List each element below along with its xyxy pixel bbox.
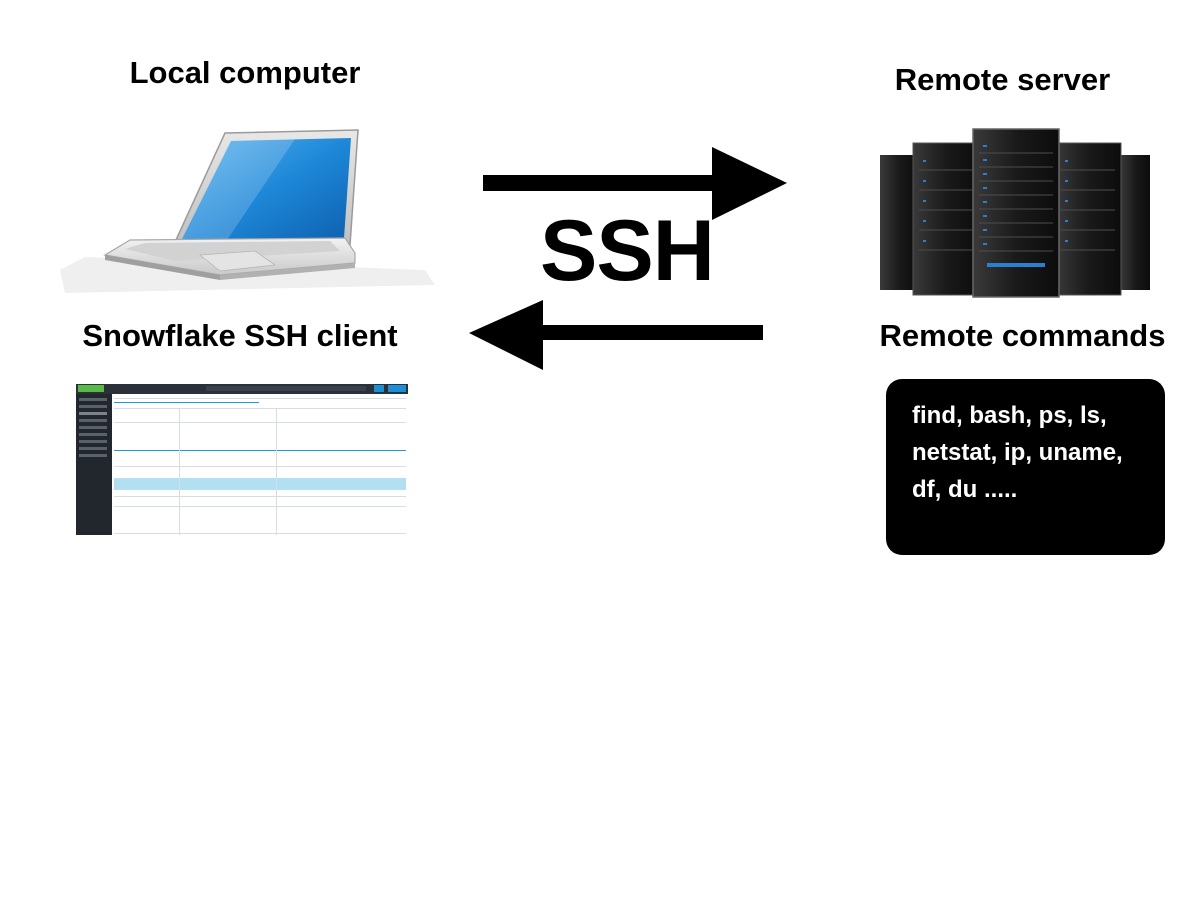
arrow-left-icon (469, 300, 763, 370)
ssh-client-label: Snowflake SSH client (82, 318, 398, 353)
local-computer-label: Local computer (129, 55, 361, 90)
client-title-bar (76, 378, 408, 384)
command-line: netstat, ip, uname, (912, 439, 1123, 466)
client-search-box (206, 386, 366, 391)
client-selected-row (114, 478, 406, 490)
ssh-client-screenshot (76, 378, 408, 535)
arrow-right-icon (483, 147, 787, 220)
remote-commands-label: Remote commands (879, 318, 1166, 353)
remote-server-label: Remote server (894, 62, 1111, 97)
laptop-icon (60, 129, 435, 293)
server-rack-icon (880, 128, 1150, 298)
client-action-button (374, 385, 384, 392)
command-line: find, bash, ps, ls, (912, 402, 1107, 429)
command-line: df, du ..... (912, 476, 1018, 503)
client-action-button (388, 385, 406, 392)
client-sidebar (76, 394, 112, 535)
client-new-session-button (78, 385, 104, 392)
ssh-protocol-label: SSH (540, 203, 715, 299)
remote-commands-box: find, bash, ps, ls, netstat, ip, uname, … (886, 379, 1165, 555)
